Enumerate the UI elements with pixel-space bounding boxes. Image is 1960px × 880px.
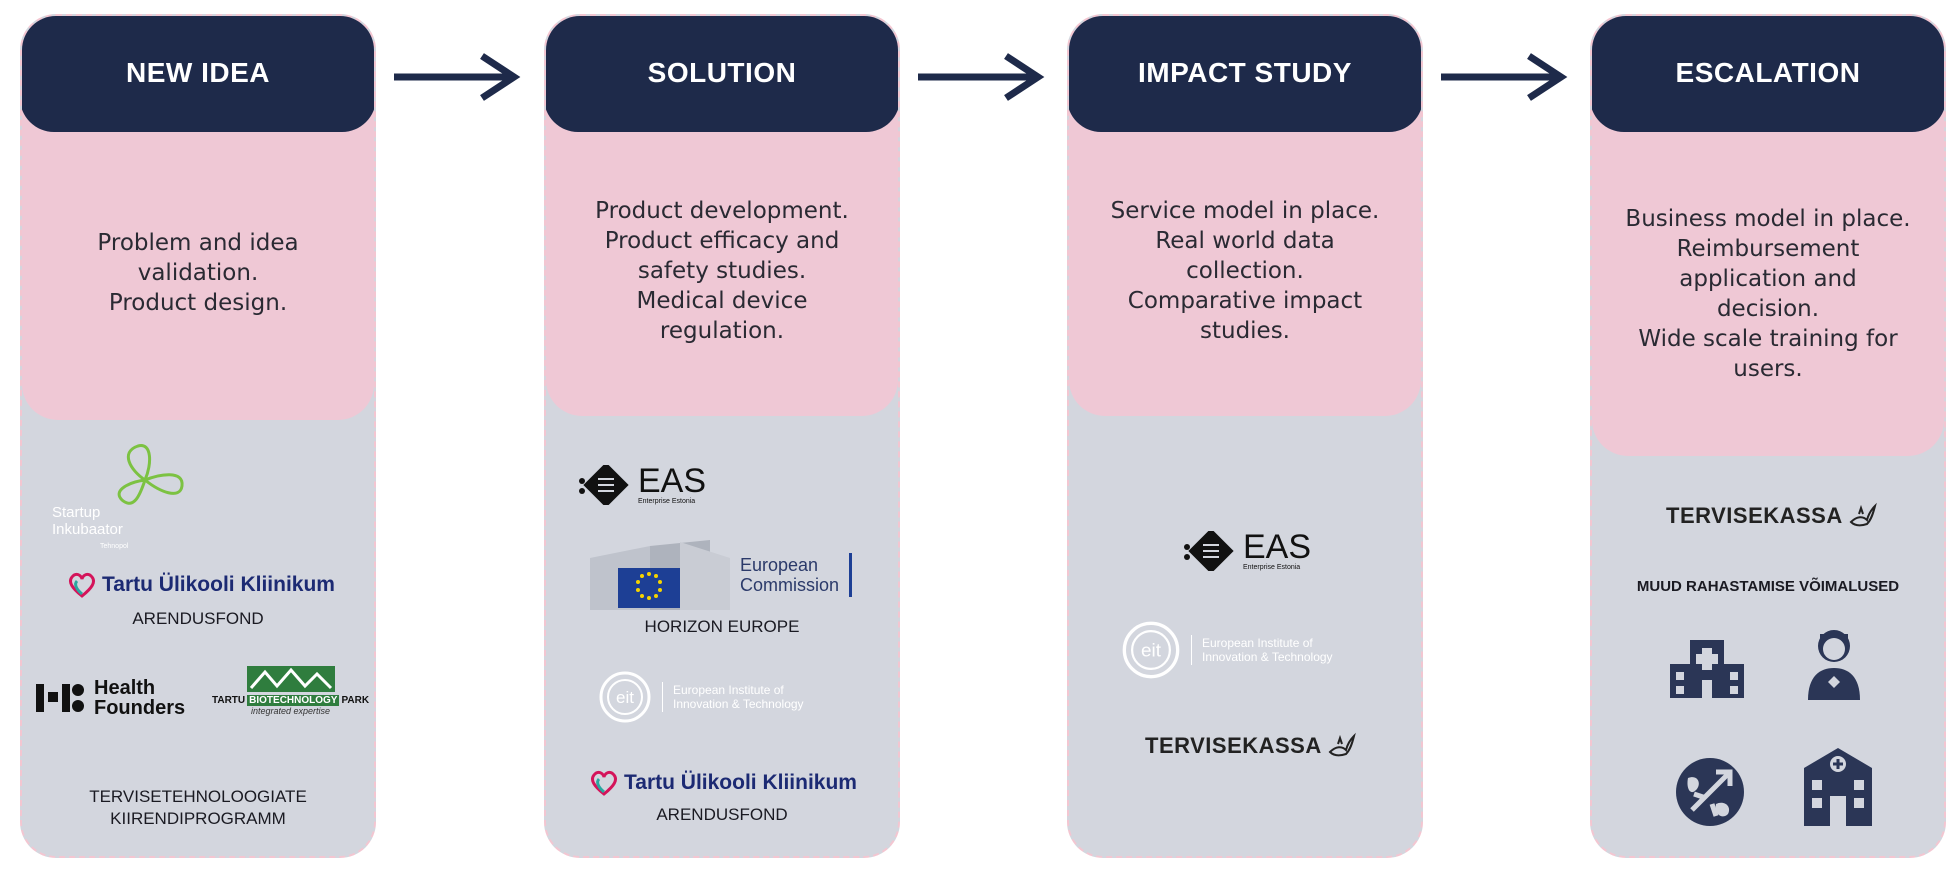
eas-subtitle: Enterprise Estonia <box>1243 564 1301 571</box>
svg-text:eit: eit <box>616 688 634 707</box>
tbp-text: PARK <box>341 695 370 706</box>
tervisekassa-logo: TERVISEKASSA <box>1145 732 1356 760</box>
description-line: application and <box>1679 266 1857 292</box>
description-line: collection. <box>1186 258 1304 284</box>
eit-mark-icon: eit <box>599 671 651 723</box>
tervisekassa-name: TERVISEKASSA <box>1145 733 1322 758</box>
doctor-icon <box>1808 630 1860 700</box>
description-line: safety studies. <box>637 258 807 284</box>
tbp-text: TARTU <box>212 695 246 706</box>
tervisekassa-name: TERVISEKASSA <box>1666 503 1843 528</box>
eas-logo: EAS Enterprise Estonia <box>1181 530 1311 572</box>
program-caption-line: KIIRENDIPROGRAMM <box>110 809 286 828</box>
eit-name: Innovation & Technology <box>673 697 804 711</box>
stage-new-idea: NEW IDEA Problem and idea validation. Pr… <box>20 14 376 858</box>
tbp-text: BIOTECHNOLOGY <box>247 695 340 706</box>
tartu-clinic-name: Tartu Ülikooli Kliinikum <box>102 573 335 596</box>
description-line: decision. <box>1716 296 1820 322</box>
clover-icon <box>117 444 184 505</box>
stage-title: IMPACT STUDY <box>1069 16 1421 132</box>
arendusfond-caption: ARENDUSFOND <box>656 805 788 824</box>
ec-name: European <box>740 555 819 575</box>
stage-description: Service model in place. Real world data … <box>1079 196 1411 346</box>
arrow-right-icon <box>1441 53 1568 101</box>
stage-description: Business model in place. Reimbursement a… <box>1602 204 1934 384</box>
eit-logo: eit European Institute of Innovation & T… <box>598 670 804 724</box>
description-line: Problem and idea <box>97 230 299 256</box>
tartu-clinic-logo: Tartu Ülikooli Kliinikum <box>68 572 335 598</box>
program-caption-line: TERVISETEHNOLOOGIATE <box>89 787 307 806</box>
globe-plane-icon <box>1676 758 1744 826</box>
eit-logo: eit European Institute of Innovation & T… <box>1121 620 1333 680</box>
eit-name: Innovation & Technology <box>1202 650 1333 664</box>
description-line: Product development. <box>595 198 849 224</box>
european-commission-logo: European Commission <box>590 540 853 610</box>
heart-icon <box>68 572 96 598</box>
stage-escalation: ESCALATION Business model in place. Reim… <box>1590 14 1946 858</box>
svg-text:eit: eit <box>1141 641 1162 662</box>
stage-impact-study: IMPACT STUDY Service model in place. Rea… <box>1067 14 1423 858</box>
health-founders-logo: Health Founders <box>34 678 185 718</box>
tartu-clinic-logo: Tartu Ülikooli Kliinikum <box>590 770 857 796</box>
horizon-europe-caption: HORIZON EUROPE <box>644 617 800 636</box>
hospital-icon <box>1670 640 1744 698</box>
tbp-tagline: integrated expertise <box>251 706 331 716</box>
description-line: Wide scale training for <box>1638 326 1898 352</box>
health-founders-name: Health <box>94 677 156 699</box>
startup-inkubaator-logo: Startup Inkubaator Tehnopol <box>52 440 212 550</box>
biotech-park-mark-icon <box>246 666 335 692</box>
description-line: Product design. <box>108 290 288 316</box>
eit-name: European Institute of <box>673 683 784 697</box>
tervisekassa-logo: TERVISEKASSA <box>1666 502 1877 530</box>
description-line: Business model in place. <box>1625 206 1911 232</box>
startup-name: Inkubaator <box>52 521 123 538</box>
stage-description: Problem and idea validation. Product des… <box>32 228 364 318</box>
description-line: regulation. <box>659 318 785 344</box>
eas-logo: EAS Enterprise Estonia <box>576 464 706 506</box>
stage-title: ESCALATION <box>1592 16 1944 132</box>
program-caption: TERVISETEHNOLOOGIATE KIIRENDIPROGRAMM <box>22 786 374 830</box>
eas-mark-icon <box>579 465 629 505</box>
description-line: users. <box>1733 356 1803 382</box>
arrow-right-icon <box>918 53 1045 101</box>
heart-icon <box>590 770 618 796</box>
other-funding-caption: MUUD RAHASTAMISE VÕIMALUSED <box>1636 578 1900 595</box>
description-line: Medical device <box>636 288 808 314</box>
description-line: Comparative impact <box>1127 288 1363 314</box>
startup-name: Startup <box>52 504 101 521</box>
ec-name: Commission <box>740 575 840 595</box>
description-line: Real world data <box>1155 228 1335 254</box>
bird-icon <box>1328 732 1356 757</box>
eit-mark-icon: eit <box>1122 621 1180 679</box>
description-line: validation. <box>137 260 259 286</box>
health-founders-mark-icon <box>36 684 84 712</box>
tartu-clinic-name: Tartu Ülikooli Kliinikum <box>624 771 857 794</box>
arendusfond-caption: ARENDUSFOND <box>132 609 264 628</box>
stage-description: Product development. Product efficacy an… <box>556 196 888 346</box>
stage-title: SOLUTION <box>546 16 898 132</box>
clinic-building-icon <box>1804 748 1872 826</box>
stage-title: NEW IDEA <box>22 16 374 132</box>
eit-name: European Institute of <box>1202 636 1313 650</box>
description-line: Product efficacy and <box>604 228 840 254</box>
eas-mark-icon <box>1184 531 1234 571</box>
health-founders-name: Founders <box>94 697 186 719</box>
startup-subtitle: Tehnopol <box>100 543 129 550</box>
stage-solution: SOLUTION Product development. Product ef… <box>544 14 900 858</box>
bird-icon <box>1849 502 1877 527</box>
arrow-right-icon <box>394 53 521 101</box>
description-line: Service model in place. <box>1110 198 1380 224</box>
eas-subtitle: Enterprise Estonia <box>638 498 696 505</box>
tartu-biotechnology-park-logo: TARTU BIOTECHNOLOGY PARK integrated expe… <box>212 666 369 716</box>
eas-name: EAS <box>638 462 707 500</box>
ec-building-flag-icon <box>590 540 730 610</box>
description-line: studies. <box>1199 318 1290 344</box>
eas-name: EAS <box>1243 528 1312 566</box>
description-line: Reimbursement <box>1676 236 1860 262</box>
